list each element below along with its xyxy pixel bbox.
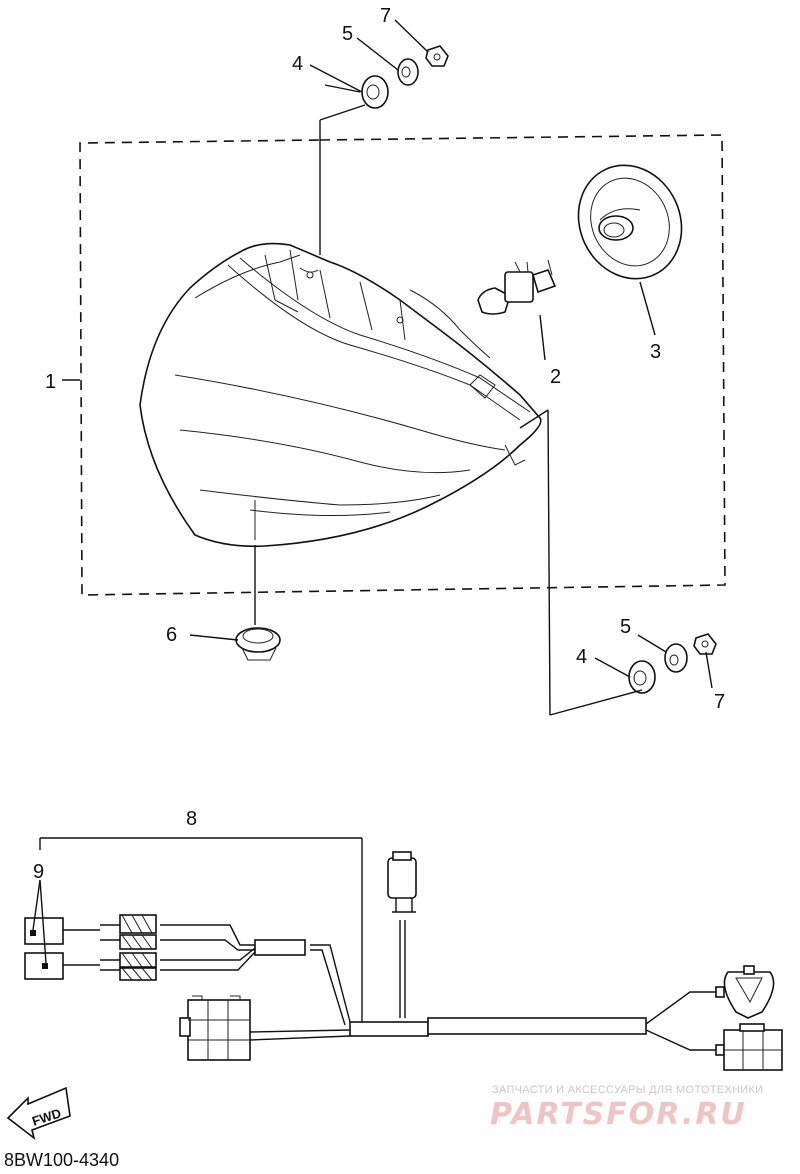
fwd-arrow-icon: FWD: [6, 1086, 71, 1141]
watermark-brand: PARTSFOR.RU: [490, 1097, 747, 1132]
headlight-housing: [139, 242, 542, 548]
callout-collar-top: 5: [342, 23, 353, 45]
callout-bulb-socket: 9: [33, 861, 44, 883]
damper: [235, 627, 281, 661]
callout-nut-bottom: 7: [714, 691, 725, 713]
bulb-cover: [577, 164, 683, 280]
callout-damper: 6: [166, 624, 177, 646]
bottom-mount-parts: [628, 633, 717, 694]
callout-bulb: 2: [550, 366, 561, 388]
callout-cover: 3: [650, 341, 661, 363]
callout-grommet-top: 4: [292, 53, 303, 75]
assembly-boundary: [79, 134, 726, 596]
part-code: 8BW100-4340: [4, 1150, 119, 1170]
callout-grommet-bottom: 4: [576, 646, 587, 668]
top-mount-parts: [361, 45, 449, 109]
callout-assembly: 1: [45, 371, 56, 393]
headlight-bulb: [477, 259, 557, 315]
wiring-harness: [24, 837, 783, 1071]
callout-nut-top: 7: [380, 5, 391, 27]
callout-harness: 8: [186, 808, 197, 830]
leader-lines: [62, 19, 713, 716]
callout-collar-bottom: 5: [620, 616, 631, 638]
watermark-caption: ЗАПЧАСТИ И АКСЕССУАРЫ ДЛЯ МОТОТЕХНИКИ: [492, 1084, 763, 1096]
